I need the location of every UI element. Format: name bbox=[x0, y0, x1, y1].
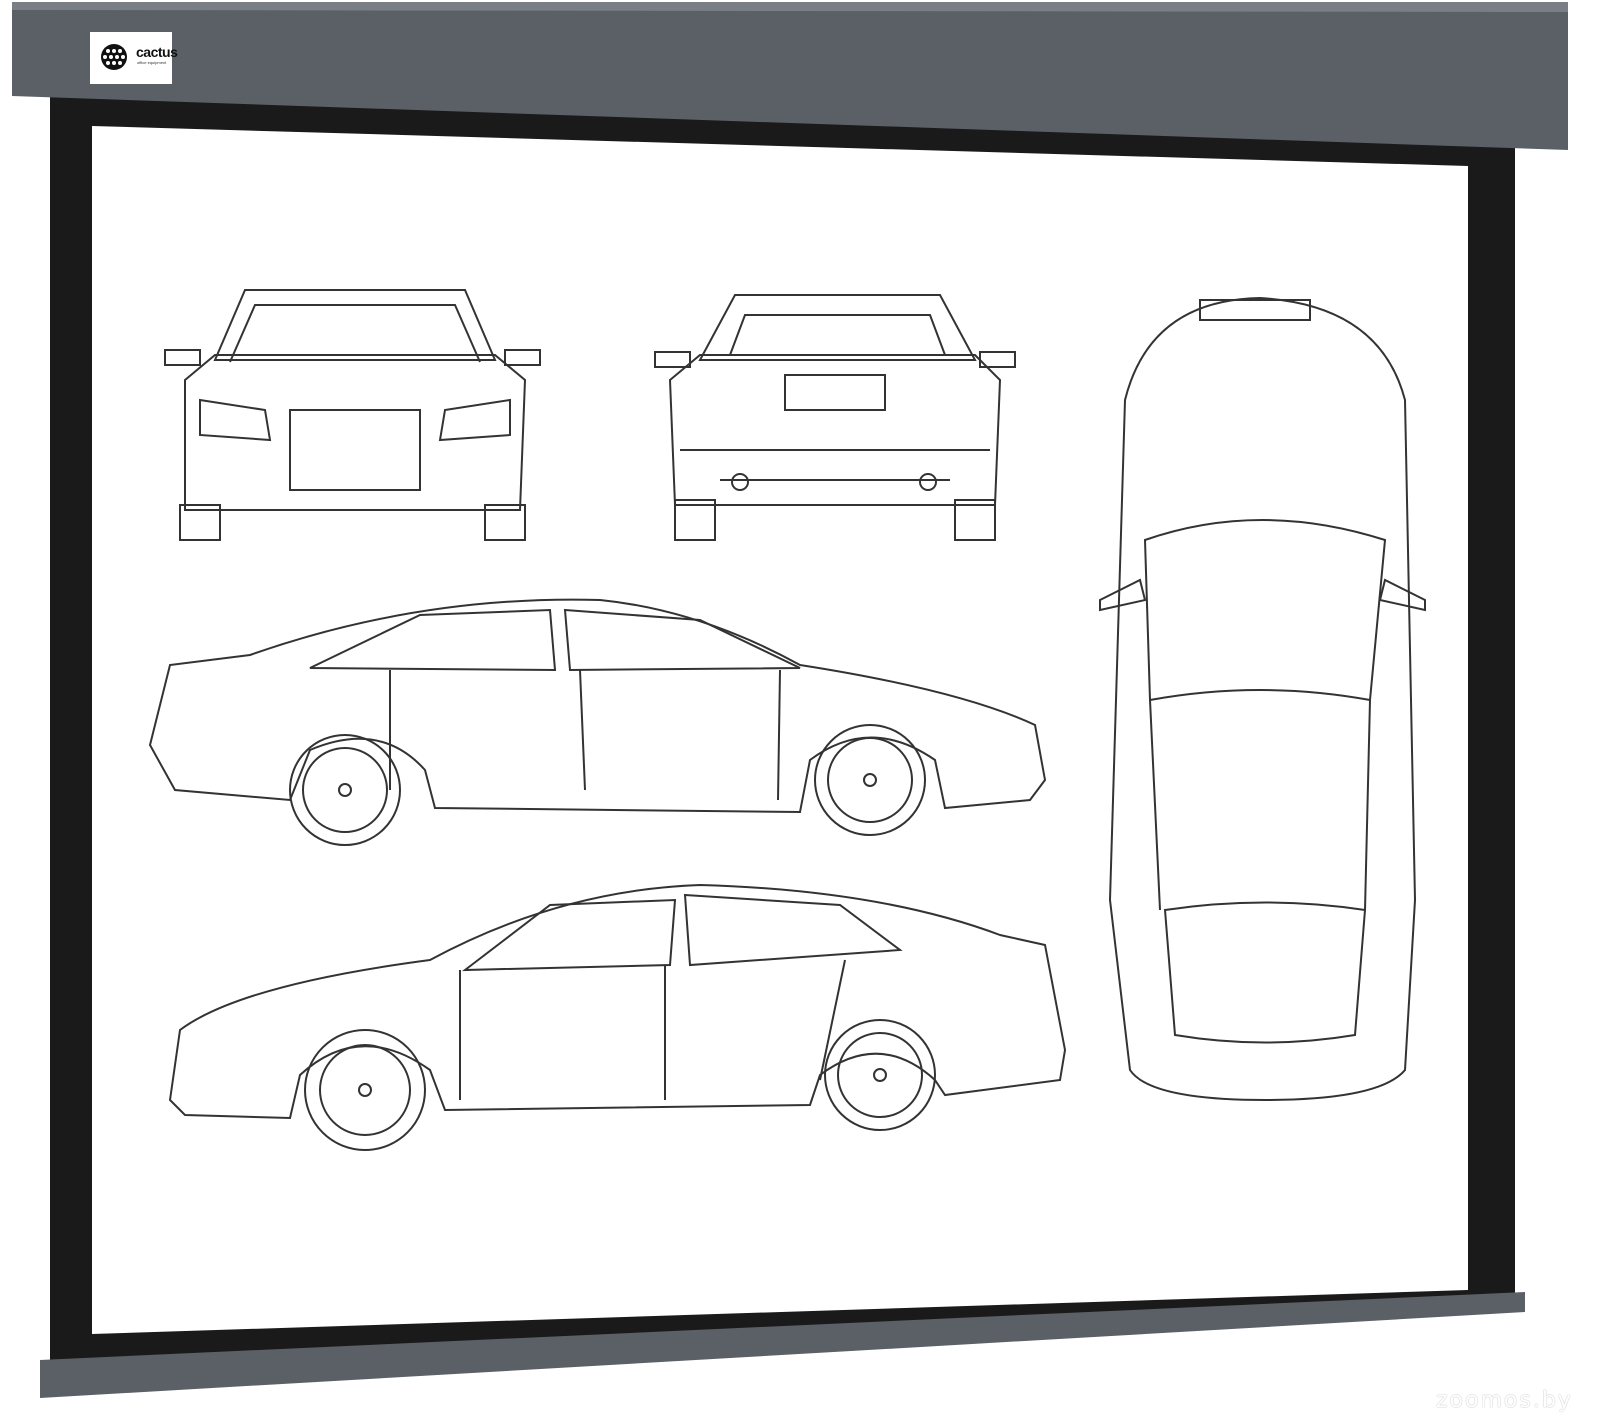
logo-dots bbox=[103, 49, 125, 65]
logo-brand: cactus bbox=[136, 44, 178, 60]
bottom-weight-bar bbox=[40, 1292, 1525, 1398]
car-side-view-left bbox=[168, 883, 1067, 1151]
car-side-view-right bbox=[148, 598, 1047, 846]
car-front-view bbox=[164, 289, 541, 541]
car-rear-view bbox=[654, 294, 1016, 541]
logo-tagline: office equipment bbox=[137, 60, 167, 65]
screen-housing bbox=[12, 2, 1568, 150]
car-top-view bbox=[1099, 296, 1426, 1102]
watermark: zoomos.by bbox=[1436, 1388, 1573, 1413]
housing-highlight bbox=[12, 2, 1568, 12]
